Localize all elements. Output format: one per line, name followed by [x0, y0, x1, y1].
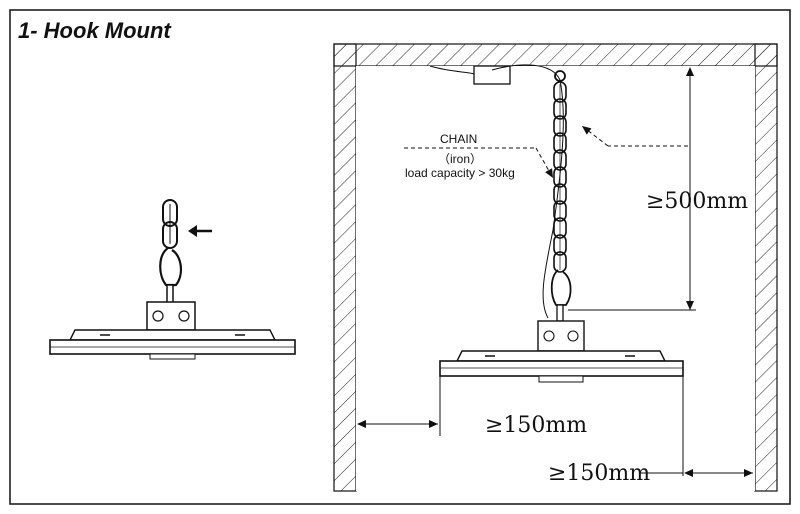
detail-lamp-lens	[149, 353, 196, 360]
left-wall	[333, 43, 357, 492]
detail-hook-icon	[159, 247, 182, 287]
main-rod	[556, 304, 564, 322]
outer-border	[9, 9, 791, 505]
ceiling-gap-dimension: ≥500mm	[646, 189, 749, 214]
page-title: 1- Hook Mount	[18, 18, 171, 43]
detail-chain	[162, 199, 178, 249]
detail-fixture-group	[49, 199, 296, 360]
detail-junction-box	[146, 301, 196, 331]
power-cable	[491, 64, 564, 319]
main-lamp-lens	[538, 375, 584, 383]
detail-arrow-icon	[188, 225, 212, 237]
ceiling-hook-eye	[554, 70, 566, 82]
left-gap-dimension: ≥150mm	[485, 413, 588, 438]
ceiling	[333, 43, 778, 67]
ceiling-junction-box	[473, 65, 511, 85]
main-chain	[553, 81, 567, 273]
main-lamp-body	[439, 360, 684, 377]
chain-capacity-label: load capacity > 30kg	[405, 166, 515, 180]
main-junction-box	[537, 320, 585, 352]
right-wall	[754, 43, 778, 492]
chain-name-label: CHAIN	[440, 132, 478, 146]
right-gap-dimension: ≥150mm	[548, 461, 651, 486]
detail-rod	[166, 284, 174, 304]
chain-material-label: （iron）	[438, 152, 483, 166]
